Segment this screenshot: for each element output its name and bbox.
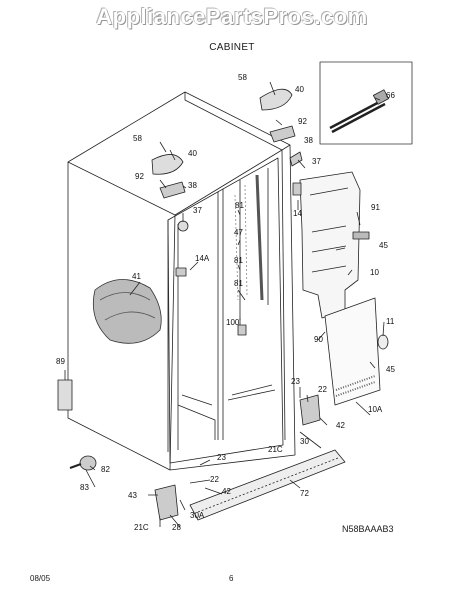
section-title: CABINET	[209, 42, 255, 53]
callout: 43	[128, 491, 137, 500]
callout: 41	[132, 272, 141, 281]
hinge-bracket	[269, 125, 296, 143]
callout: 21C	[134, 523, 149, 532]
callout: 100	[226, 318, 240, 327]
callout: 10A	[368, 405, 383, 414]
callout: 45	[379, 241, 388, 250]
footer-date: 08/05	[30, 574, 51, 583]
lower-hinge	[154, 484, 179, 521]
callout: 23	[291, 377, 300, 386]
hinge-cover-left	[151, 154, 184, 175]
callout: 21C	[268, 445, 283, 454]
watermark: AppliancePartsPros.com	[96, 4, 368, 29]
callout: 22	[318, 385, 327, 394]
callout: 81	[234, 279, 243, 288]
hinge-cover-top	[259, 88, 293, 111]
inset-rod-part	[329, 98, 386, 134]
callout: 40	[295, 85, 304, 94]
callout: 30	[300, 437, 309, 446]
callout: 90	[314, 335, 323, 344]
callout: 92	[298, 117, 307, 126]
back-panel	[299, 171, 361, 319]
callout: 82	[101, 465, 110, 474]
callout: 42	[222, 487, 231, 496]
callout: 72	[300, 489, 309, 498]
page-number: 6	[229, 574, 234, 583]
callout: 83	[80, 483, 89, 492]
callout: 66	[386, 91, 395, 100]
diagram-code: N58BAAAB3	[342, 524, 394, 534]
callout: 58	[238, 73, 247, 82]
callout: 92	[135, 172, 144, 181]
callout: 11	[386, 317, 395, 326]
hinge-bracket	[159, 181, 186, 199]
callout: 30A	[190, 511, 205, 520]
drain-part	[57, 379, 73, 411]
callout: 42	[336, 421, 345, 430]
callout: 23	[217, 453, 226, 462]
callout: 58	[133, 134, 142, 143]
callout: 37	[193, 206, 202, 215]
callout: 81	[234, 256, 243, 265]
callout: 89	[56, 357, 65, 366]
callout: 10	[370, 268, 379, 277]
callout: 81	[235, 201, 244, 210]
access-panel	[324, 297, 381, 406]
inset-box	[319, 61, 413, 145]
callout-labels: 58 40 66 92 38 58 40 37 92 38 81 47 14 9…	[56, 73, 395, 532]
cabinet-liner	[167, 157, 284, 464]
callout: 38	[188, 181, 197, 190]
toe-grille	[189, 449, 346, 521]
insulation-blob	[92, 279, 162, 344]
callout: 22	[210, 475, 219, 484]
callout: 45	[386, 365, 395, 374]
callout: 28	[172, 523, 181, 532]
callout: 47	[234, 228, 243, 237]
callout: 37	[312, 157, 321, 166]
callout: 40	[188, 149, 197, 158]
callout: 38	[304, 136, 313, 145]
leveling-foot	[79, 455, 97, 471]
callout: 91	[371, 203, 380, 212]
callout: 14	[293, 209, 302, 218]
lower-hinge-right	[299, 394, 321, 426]
callout: 14A	[195, 254, 210, 263]
